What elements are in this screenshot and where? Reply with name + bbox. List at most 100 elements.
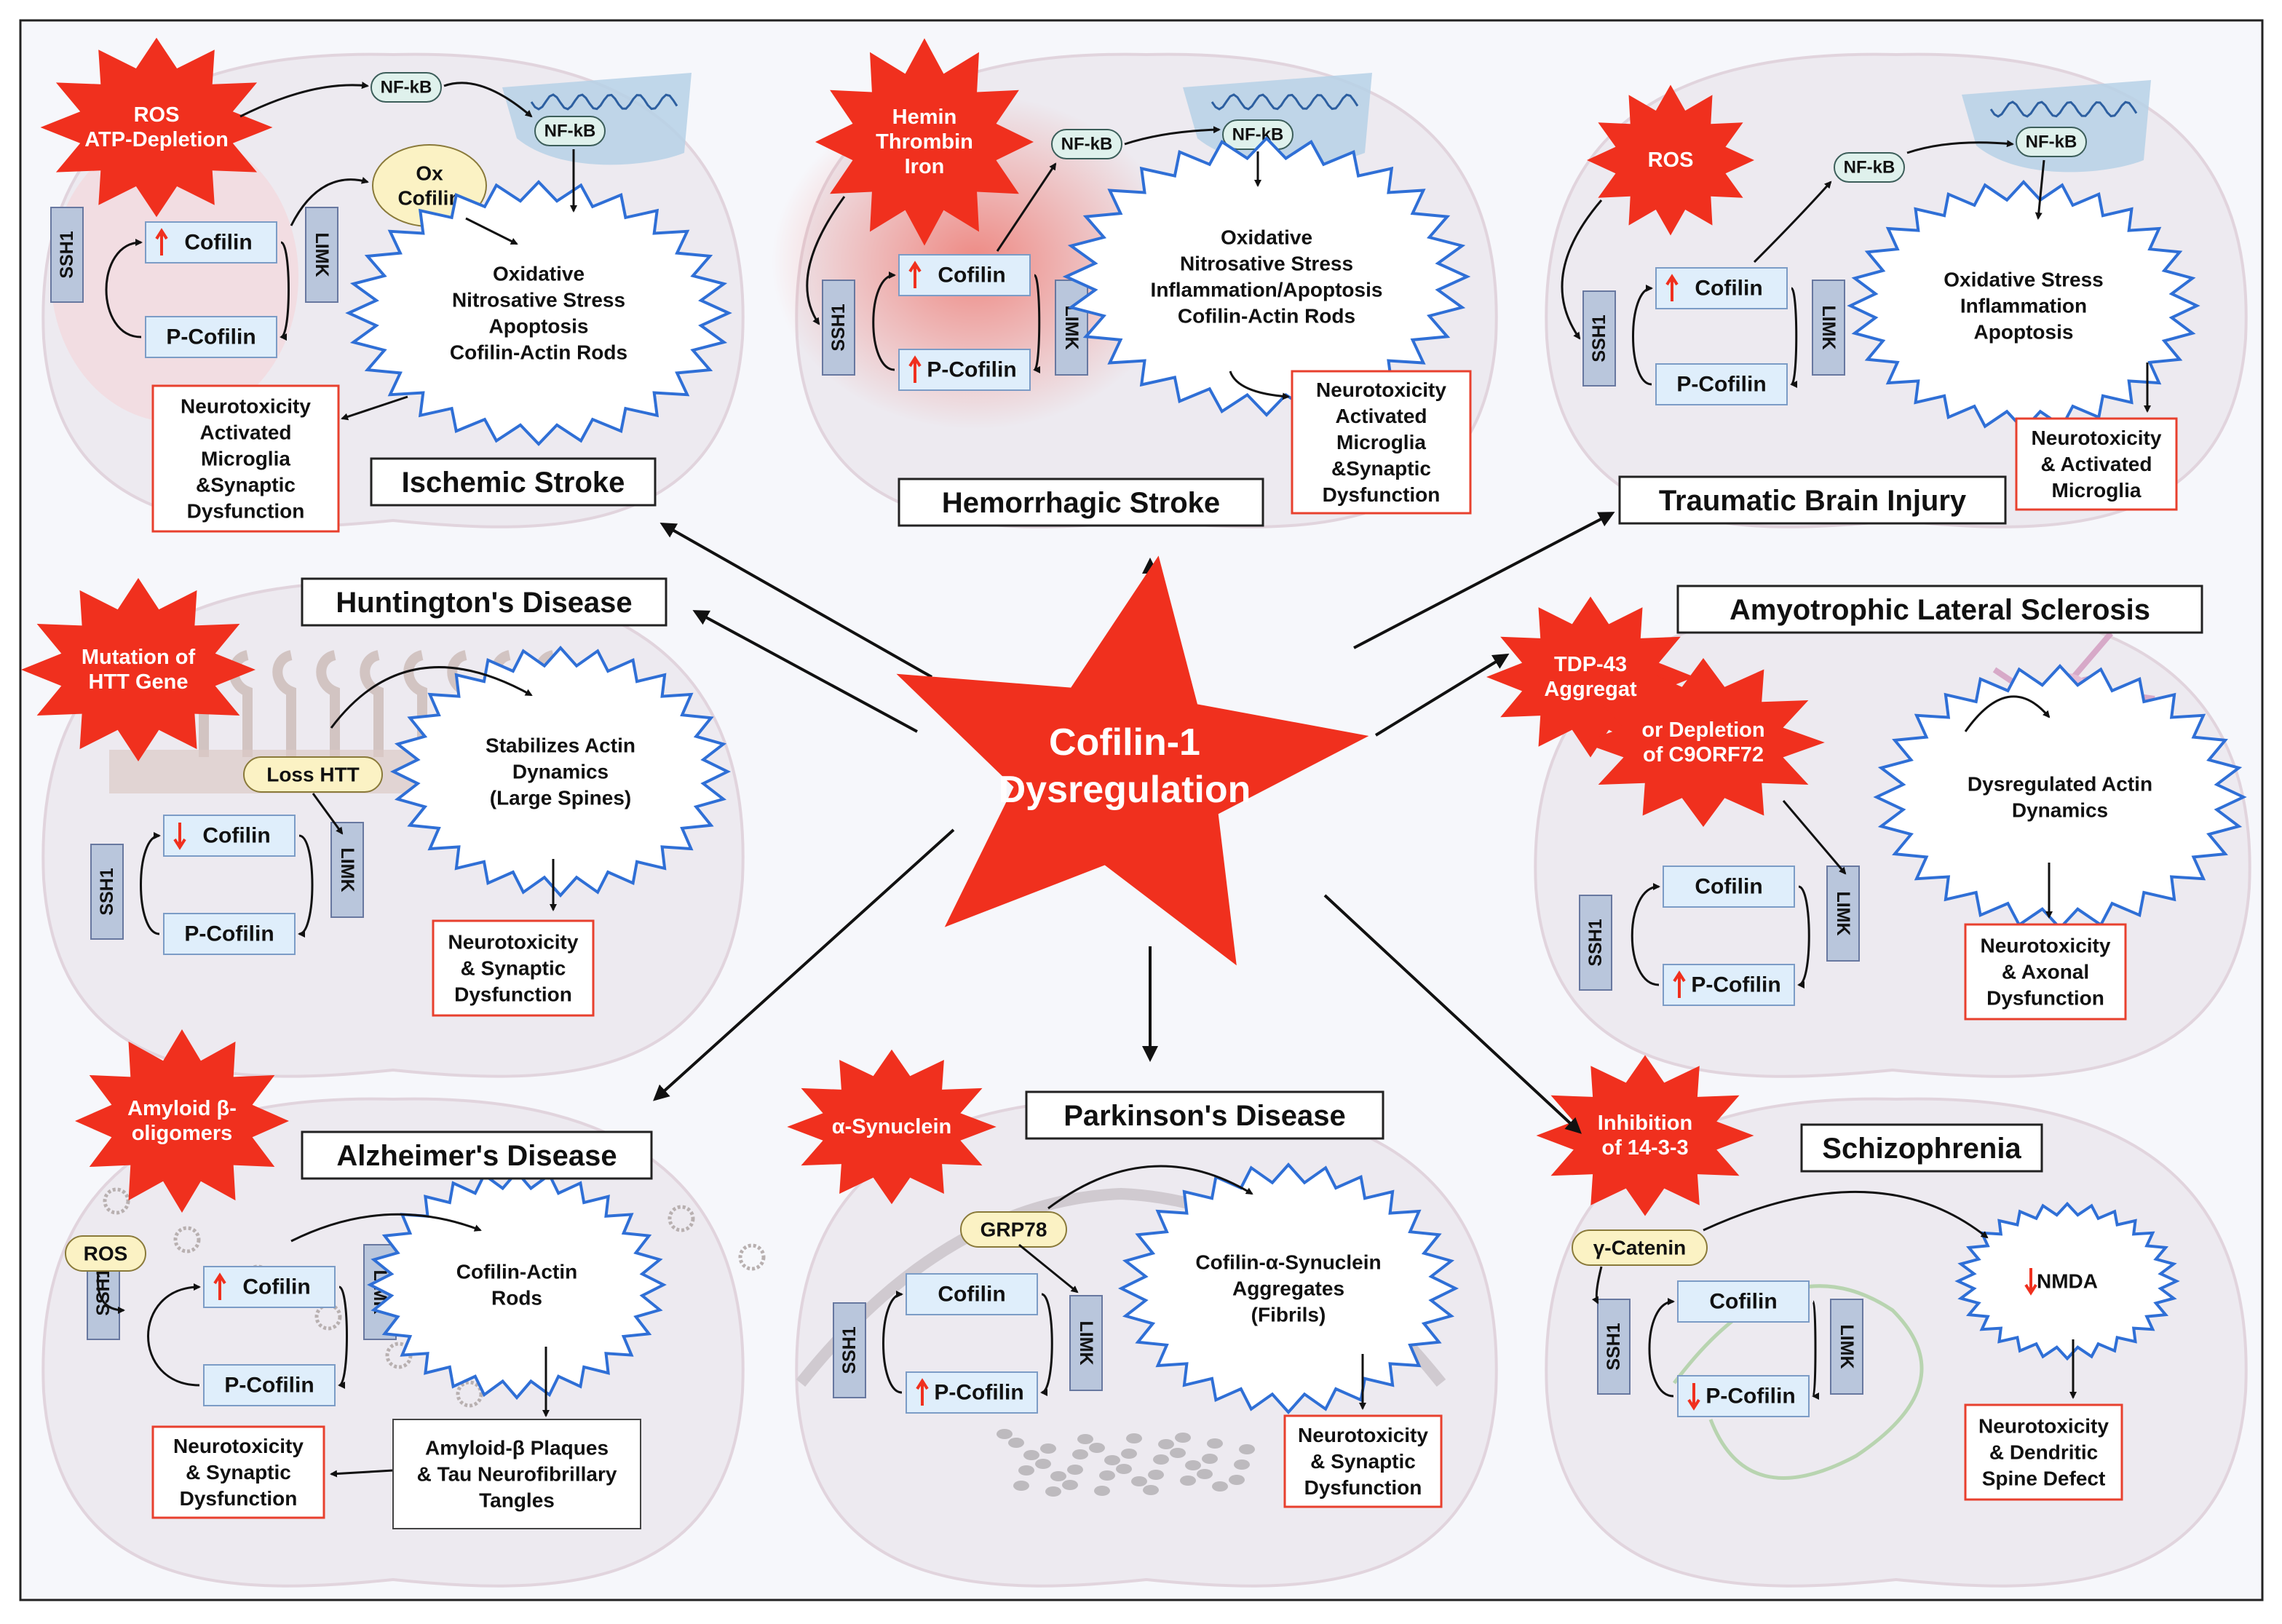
ox-cofilin-label: Ox [416, 162, 443, 185]
cofilin-label: Cofilin [242, 1275, 310, 1299]
stress-burst [389, 646, 732, 898]
pathway-arrow [1703, 1190, 1989, 1239]
modifier-label: Loss HTT [266, 764, 360, 786]
limk-box [1055, 280, 1088, 376]
trigger-label: α-Synuclein [832, 1115, 951, 1138]
pathway-arrow [312, 793, 344, 835]
modifier-label: GRP78 [980, 1219, 1047, 1241]
substantia-nigra-cell [1072, 1449, 1088, 1459]
substantia-nigra-cell [1094, 1486, 1110, 1496]
outcome-label: Dysfunction [1986, 987, 2104, 1010]
cofilin-label: Cofilin [202, 824, 270, 848]
pathway-arrow [239, 82, 369, 118]
trigger-star-2 [1582, 658, 1825, 827]
center-title-line1: Cofilin-1 [1049, 721, 1200, 764]
amyloid-plaque [738, 1243, 766, 1271]
trigger-label: ROS [1648, 148, 1694, 172]
substantia-nigra-cell [1234, 1459, 1250, 1470]
outcome-label: Neurotoxicity [2032, 427, 2162, 449]
substantia-nigra-cell [1148, 1470, 1164, 1480]
dephosphorylation-arrow [882, 1291, 903, 1394]
substantia-nigra-cell [1008, 1438, 1024, 1448]
pcofilin-label: P-Cofilin [224, 1374, 314, 1398]
cofilin-label: Cofilin [1709, 1290, 1777, 1314]
pcofilin-label: P-Cofilin [184, 922, 274, 946]
plaques-label: & Tau Neurofibrillary [417, 1463, 617, 1486]
cofilin-box [1655, 267, 1788, 309]
modifier-label: γ-Catenin [1593, 1237, 1687, 1259]
substantia-nigra-cell [1104, 1455, 1120, 1465]
nfkb-label: NF-kB [544, 122, 596, 141]
trigger-label: or Depletion [1641, 718, 1764, 742]
outcome-label: Dysfunction [1323, 483, 1441, 506]
stress-label: NMDA [2037, 1270, 2098, 1293]
stress-label: Inflammation/Apoptosis [1151, 279, 1383, 301]
pathway-arrow [1561, 199, 1603, 340]
outcome-box [151, 1425, 325, 1519]
modifier-pill [960, 1211, 1067, 1248]
substantia-nigra-cell [1013, 1481, 1029, 1491]
substantia-nigra-cell [1035, 1459, 1051, 1469]
panel-title-box [301, 577, 667, 627]
cofilin-change-arrow [213, 1272, 226, 1300]
nfkb-label: NF-kB [381, 78, 432, 98]
cofilin-change-arrow [155, 228, 168, 256]
radial-arrow [692, 610, 918, 733]
ssh1-label: SSH1 [1589, 314, 1609, 362]
substantia-nigra-cell [1180, 1476, 1196, 1486]
outcome-label: Microglia [2052, 479, 2142, 502]
phosphorylation-arrow [338, 1286, 348, 1389]
pathway-arrow [1591, 1266, 1603, 1304]
ssh1-label: SSH1 [1585, 919, 1606, 966]
substantia-nigra-cell [1185, 1460, 1201, 1470]
phosphorylation-arrow [1797, 885, 1810, 989]
panel-title: Alzheimer's Disease [336, 1140, 617, 1172]
pcofilin-box [1677, 1375, 1810, 1417]
substantia-nigra-cell [1067, 1465, 1083, 1475]
modifier-pill [1572, 1229, 1708, 1266]
substantia-nigra-cell [1202, 1454, 1218, 1464]
outcome-box [2015, 417, 2178, 511]
stress-label: Oxidative [493, 263, 585, 285]
substantia-nigra-cell [1045, 1486, 1061, 1497]
panel-title-box [898, 478, 1264, 527]
pcofilin-box [898, 349, 1031, 391]
pathway-arrow [1753, 181, 1832, 264]
outcome-label: Activated [199, 421, 291, 444]
outcome-label: & Synaptic [186, 1461, 291, 1484]
cofilin-change-arrow [1665, 274, 1679, 301]
amyloid-plaque [314, 1303, 342, 1331]
stress-label: Cofilin-α-Synuclein [1195, 1251, 1381, 1274]
substantia-nigra-cell [1116, 1464, 1132, 1474]
outcome-label: Dysfunction [187, 500, 305, 523]
pathway-arrow [330, 1469, 394, 1478]
substantia-nigra-cell [1212, 1481, 1228, 1492]
pcofilin-change-arrow [1687, 1383, 1700, 1411]
pcofilin-label: P-Cofilin [927, 358, 1016, 382]
substantia-nigra-cell [1121, 1449, 1137, 1459]
panel-title: Traumatic Brain Injury [1659, 485, 1967, 517]
pathway-arrow [1047, 1165, 1253, 1210]
panel-title-box [1800, 1123, 2043, 1173]
dephosphorylation-arrow [140, 832, 161, 935]
pcofilin-box [203, 1364, 336, 1406]
trigger-label: TDP-43 [1554, 653, 1627, 676]
limk-label: LIMK [337, 847, 357, 892]
nfkb-label: NF-kB [1844, 158, 1895, 178]
substantia-nigra-cell [1158, 1439, 1174, 1449]
stress-label: Apoptosis [1974, 321, 2074, 344]
trigger-star [1536, 1055, 1754, 1216]
central-star [896, 555, 1369, 966]
pcofilin-label: P-Cofilin [934, 1381, 1023, 1405]
stress-label: Nitrosative Stress [452, 289, 625, 312]
outcome-label: Neurotoxicity [448, 931, 579, 954]
dephosphorylation-arrow [105, 239, 143, 338]
cofilin-box [898, 254, 1031, 296]
limk-label: LIMK [1076, 1320, 1096, 1365]
outcome-label: Neurotoxicity [1978, 1415, 2109, 1438]
stress-label: Dysregulated Actin [1968, 773, 2152, 796]
radial-arrow [1374, 653, 1510, 737]
trigger-label: Thrombin [876, 130, 973, 154]
cofilin-box [1677, 1280, 1810, 1323]
dendritic-spine [272, 650, 296, 757]
